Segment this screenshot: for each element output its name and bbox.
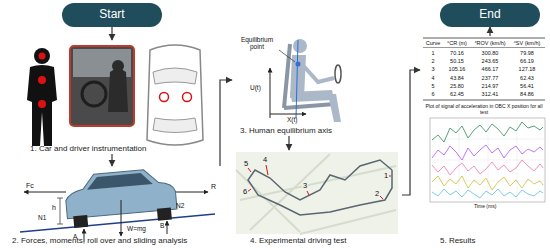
step-panel: 1. Car and driver instrumentation bbox=[4, 40, 214, 154]
terminal-text: End bbox=[479, 8, 500, 21]
step-caption: 2. Forces, moments, roll over and slidin… bbox=[12, 236, 187, 245]
table-header: °SV (km/h) bbox=[509, 40, 545, 46]
table-cell: 127.18 bbox=[509, 66, 545, 72]
force-label: h bbox=[52, 204, 56, 212]
force-label: B bbox=[160, 222, 164, 229]
flow-arrow bbox=[111, 27, 112, 40]
table-cell: 56.41 bbox=[509, 83, 545, 89]
callout-number: 1 bbox=[383, 172, 389, 180]
axis-label: X(t) bbox=[287, 116, 297, 123]
cabin-photo bbox=[70, 46, 134, 126]
point-label: Equilibrium point bbox=[236, 36, 278, 50]
table-cell: 2 bbox=[423, 58, 443, 64]
table-cell: 105.16 bbox=[443, 66, 471, 72]
acceleration-plot bbox=[430, 118, 545, 202]
table-cell: 5 bbox=[423, 83, 443, 89]
callout-number: 6 bbox=[242, 188, 248, 196]
table-cell: 66.19 bbox=[509, 58, 545, 64]
terminal-text: Start bbox=[99, 8, 124, 21]
table-cell: 312.41 bbox=[471, 91, 509, 97]
table-cell: 4 bbox=[423, 75, 443, 81]
chart-title: Plot of signal of acceleration in OBC X … bbox=[422, 104, 546, 115]
table-cell: 6 bbox=[423, 91, 443, 97]
force-label: N1 bbox=[38, 214, 46, 221]
callout-number: 2 bbox=[374, 190, 380, 198]
car-top-view bbox=[147, 45, 203, 145]
seated-human bbox=[270, 39, 341, 122]
table-cell: 237.77 bbox=[471, 75, 509, 81]
table-cell: 214.97 bbox=[471, 83, 509, 89]
table-cell: 50.15 bbox=[443, 58, 471, 64]
step-caption: 4. Experimental driving test bbox=[250, 236, 347, 245]
flow-arrow bbox=[288, 136, 289, 150]
table-cell: 25.80 bbox=[443, 83, 471, 89]
table-cell: 466.17 bbox=[471, 66, 509, 72]
table-cell: 79.98 bbox=[509, 50, 545, 56]
table-header: °CR (m) bbox=[443, 40, 471, 46]
terminal-box: End bbox=[440, 3, 540, 27]
force-label: W=mg bbox=[127, 225, 146, 232]
callout-number: 5 bbox=[243, 160, 249, 168]
table-cell: 43.84 bbox=[443, 75, 471, 81]
callout-number: 4 bbox=[262, 156, 268, 164]
flow-arrow bbox=[402, 70, 420, 195]
step-caption: 5. Results bbox=[440, 236, 476, 245]
table-cell: 62.45 bbox=[443, 91, 471, 97]
table-cell: 300.80 bbox=[471, 50, 509, 56]
table-cell: 1 bbox=[423, 50, 443, 56]
step-caption: 1. Car and driver instrumentation bbox=[30, 144, 147, 153]
rollover-diagram bbox=[20, 167, 215, 242]
axis-label: Time (ms) bbox=[474, 204, 496, 210]
driver-figure bbox=[27, 48, 57, 146]
route-map bbox=[236, 152, 398, 234]
flow-arrow bbox=[489, 27, 490, 36]
flow-arrow bbox=[111, 154, 112, 166]
table-header: °ROV (km/h) bbox=[471, 40, 509, 46]
flow-arrow bbox=[220, 80, 232, 166]
axis-label: U(t) bbox=[250, 84, 261, 91]
terminal-box: Start bbox=[62, 3, 162, 27]
table-header: Curve bbox=[423, 40, 443, 46]
callout-number: 3 bbox=[302, 182, 308, 190]
step-caption: 3. Human equilibrium axis bbox=[240, 126, 332, 135]
table-cell: 70.16 bbox=[443, 50, 471, 56]
table-cell: 3 bbox=[423, 66, 443, 72]
table-cell: 84.86 bbox=[509, 91, 545, 97]
force-label: A bbox=[73, 233, 77, 240]
force-label: N2 bbox=[176, 202, 184, 209]
force-label: R bbox=[211, 183, 216, 191]
results-table-lines bbox=[423, 38, 545, 100]
table-cell: 243.65 bbox=[471, 58, 509, 64]
step-panel: 2. Forces, moments, roll over and slidin… bbox=[2, 166, 224, 246]
table-cell: 62.43 bbox=[509, 75, 545, 81]
force-label: Fc bbox=[26, 182, 34, 190]
